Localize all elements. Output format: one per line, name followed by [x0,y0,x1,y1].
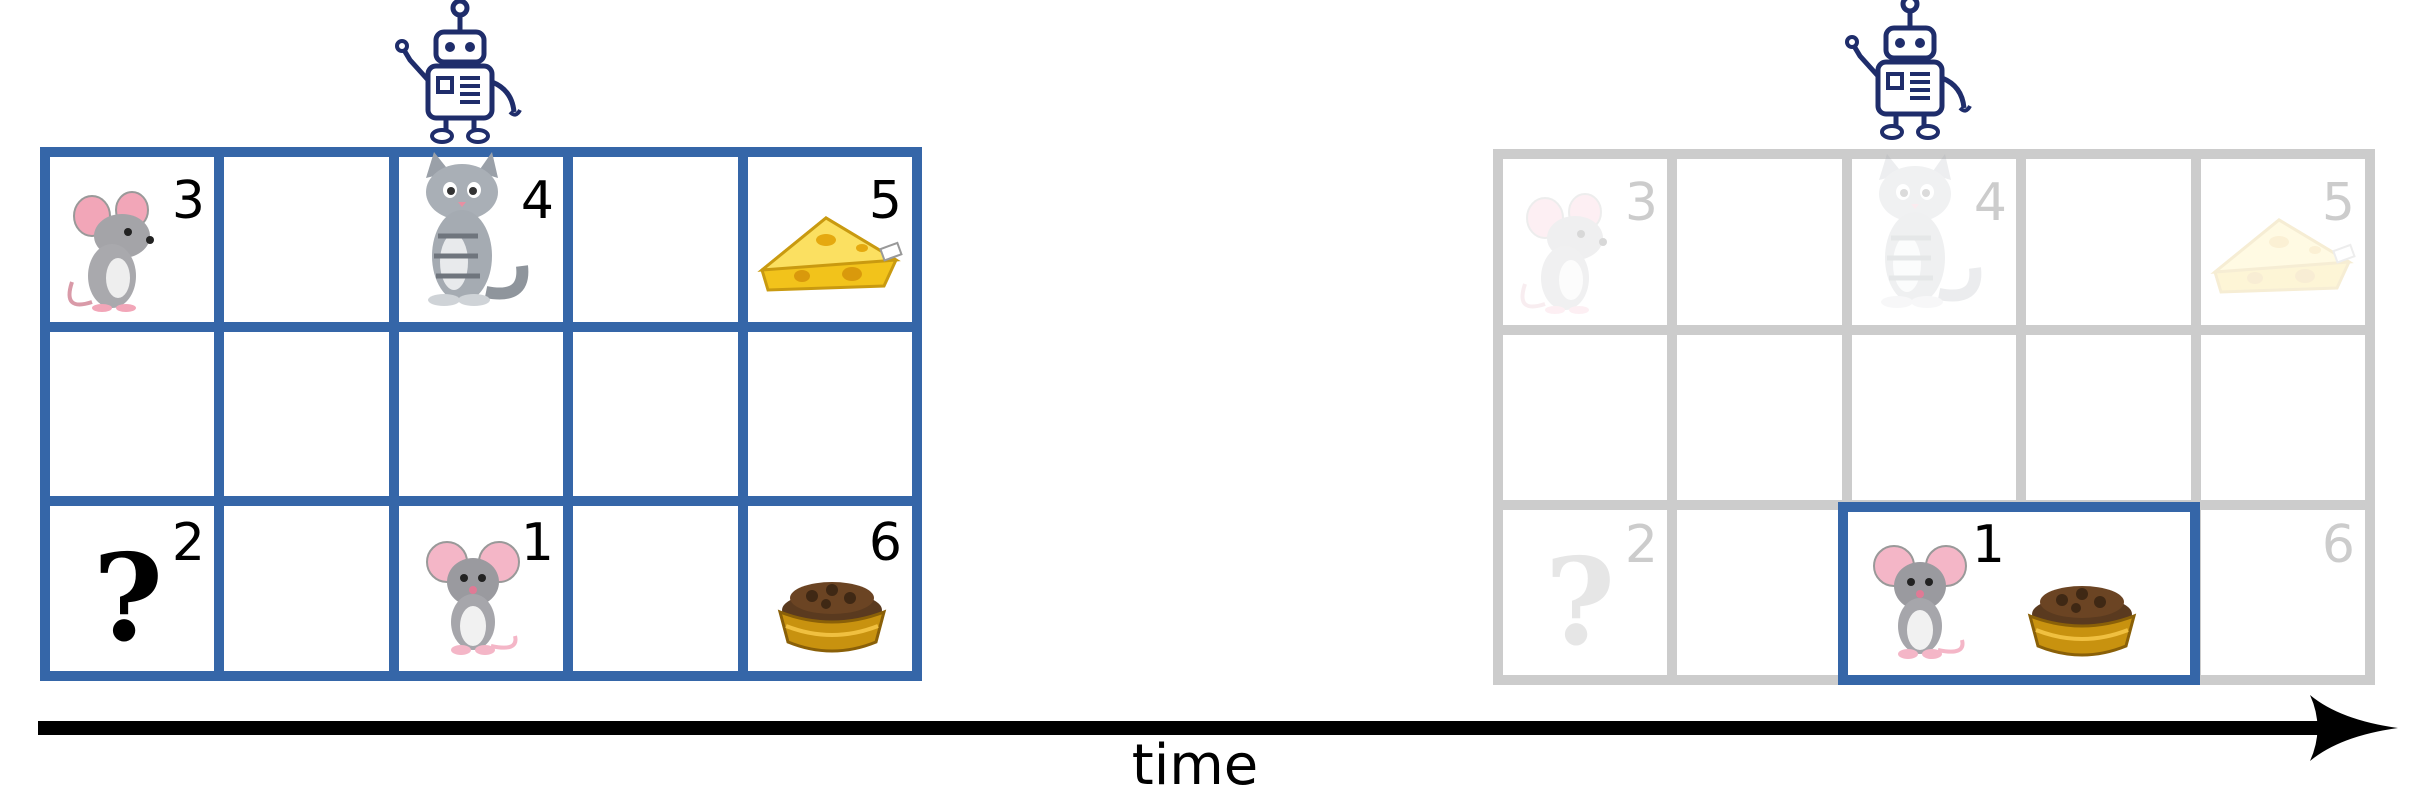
cell-label: 1 [1972,515,2005,575]
right-grid: 3 4 5 ? 2 6 1 [1498,0,2370,680]
mouse-icon [427,542,519,655]
cell-label: 2 [172,513,205,573]
cell-label: 2 [1625,515,1658,575]
cell-label: 6 [869,513,902,573]
time-label: time [1132,733,1259,791]
mouse-icon [70,192,155,312]
cell-label: 3 [1625,173,1658,233]
cat-icon [1879,154,1975,308]
cell-label: 5 [869,171,902,231]
question-mark-icon: ? [1545,532,1615,673]
robot-icon [397,1,520,142]
robot-icon [1847,0,1970,138]
food-bowl-icon [780,582,884,651]
time-arrow-head [2310,695,2398,761]
left-grid: 3 4 5 ? 2 1 6 [45,1,917,676]
cell-label: 3 [172,171,205,231]
mouse-icon [1523,194,1608,314]
cell-label: 1 [521,513,554,573]
cell-label: 4 [1974,173,2007,233]
question-mark-icon: ? [93,528,163,669]
time-axis: time [38,695,2398,791]
cell-label: 6 [2322,515,2355,575]
food-bowl-icon [2030,586,2134,655]
cell-label: 5 [2322,173,2355,233]
cell-label: 4 [521,171,554,231]
cat-icon [426,152,522,306]
